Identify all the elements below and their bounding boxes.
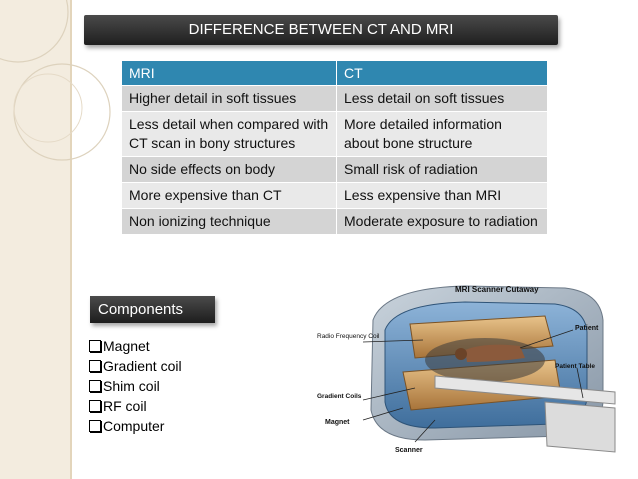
table-cell: More expensive than CT [121, 182, 337, 209]
checkbox-bullet-icon [89, 380, 101, 392]
mri-scanner-cutaway-illustration: MRI Scanner Cutaway Radio Frequency Coil… [317, 285, 616, 454]
header-mri: MRI [121, 60, 337, 86]
table-cell: Small risk of radiation [336, 156, 548, 183]
table-cell: Non ionizing technique [121, 208, 337, 235]
components-list: Magnet Gradient coil Shim coil RF coil C… [89, 336, 182, 436]
list-item: RF coil [89, 396, 182, 416]
table-cell: No side effects on body [121, 156, 337, 183]
label-patient: Patient [575, 325, 599, 332]
header-ct: CT [336, 60, 548, 86]
checkbox-bullet-icon [89, 400, 101, 412]
table-row: No side effects on body Small risk of ra… [121, 156, 548, 183]
list-item: Magnet [89, 336, 182, 356]
figure-title: MRI Scanner Cutaway [455, 285, 539, 294]
table-cell: Less detail when compared with CT scan i… [121, 111, 337, 157]
side-panel-divider [70, 0, 72, 479]
table-cell: Less expensive than MRI [336, 182, 548, 209]
component-label: Shim coil [103, 378, 160, 394]
component-label: Magnet [103, 338, 150, 354]
comparison-table: MRI CT Higher detail in soft tissues Les… [121, 60, 548, 235]
slide-title: DIFFERENCE BETWEEN CT AND MRI [84, 15, 558, 45]
table-cell: Higher detail in soft tissues [121, 85, 337, 112]
checkbox-bullet-icon [89, 420, 101, 432]
label-patient-table: Patient Table [555, 363, 595, 370]
label-rf-coil: Radio Frequency Coil [317, 333, 380, 340]
list-item: Gradient coil [89, 356, 182, 376]
decorative-circles [0, 0, 111, 161]
table-row: Less detail when compared with CT scan i… [121, 111, 548, 157]
label-magnet: Magnet [325, 419, 350, 426]
checkbox-bullet-icon [89, 340, 101, 352]
table-row: Higher detail in soft tissues Less detai… [121, 85, 548, 112]
table-header-row: MRI CT [121, 60, 548, 86]
component-label: Computer [103, 418, 165, 434]
checkbox-bullet-icon [89, 360, 101, 372]
table-cell: Less detail on soft tissues [336, 85, 548, 112]
decorative-side-panel [0, 0, 70, 479]
list-item: Computer [89, 416, 182, 436]
list-item: Shim coil [89, 376, 182, 396]
table-row: Non ionizing technique Moderate exposure… [121, 208, 548, 235]
label-scanner: Scanner [395, 447, 423, 454]
table-cell: Moderate exposure to radiation [336, 208, 548, 235]
table-cell: More detailed information about bone str… [336, 111, 548, 157]
table-row: More expensive than CT Less expensive th… [121, 182, 548, 209]
components-heading: Components [90, 296, 215, 323]
component-label: RF coil [103, 398, 147, 414]
label-gradient-coils: Gradient Coils [317, 393, 362, 400]
component-label: Gradient coil [103, 358, 182, 374]
